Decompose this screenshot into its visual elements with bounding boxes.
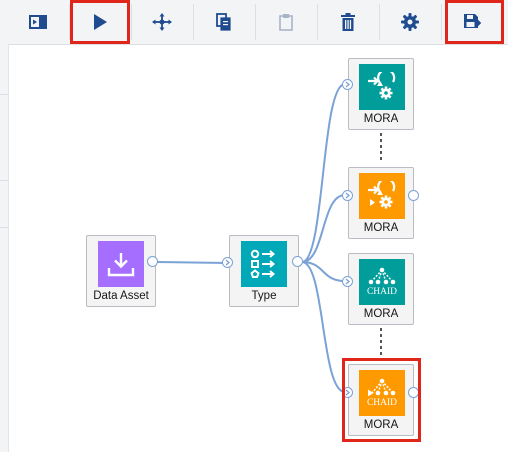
flow-canvas[interactable]: Data Asset Type [9,44,508,452]
type-tile [241,241,287,287]
panel-collapse-icon [29,15,47,29]
input-port[interactable] [342,79,353,90]
paste-button[interactable] [256,0,316,44]
node-mora-1[interactable]: MORA [348,58,414,130]
node-label: MORA [363,419,399,431]
save-button[interactable] [442,0,502,44]
auto-arrange-button[interactable] [132,0,192,44]
link-data-asset-to-type [156,261,229,264]
collapse-panel-button[interactable] [8,0,68,44]
link-type-to-mora-4 [301,261,346,393]
chaid-icon [368,378,396,396]
run-button-highlight [70,0,130,44]
import-icon [107,253,135,277]
delete-button[interactable] [318,0,378,44]
node-mora-2[interactable]: MORA [348,167,414,239]
link-type-to-mora-3 [301,261,346,282]
toolbar [0,0,508,45]
output-port[interactable] [147,256,158,267]
input-port[interactable] [222,257,233,268]
trash-icon [341,13,355,31]
save-icon [464,14,481,28]
node-mora-4[interactable]: CHAID MORA [348,364,414,436]
mora-3-tile: CHAID [359,259,405,305]
node-data-asset[interactable]: Data Asset [86,235,156,307]
node-type[interactable]: Type [229,235,299,307]
save-button-highlight [445,0,504,44]
node-mora-3[interactable]: CHAID MORA [348,253,414,325]
run-button[interactable] [70,0,130,44]
link-type-to-mora-1 [301,83,346,263]
chaid-icon-text: CHAID [366,286,398,297]
node-label: MORA [363,222,399,234]
gear-icon [401,13,419,31]
output-port[interactable] [292,256,303,267]
mora-2-tile [359,173,405,219]
mora-1-tile [359,64,405,110]
copy-button[interactable] [194,0,254,44]
node-label: Type [251,290,277,302]
link-type-to-mora-2 [301,194,346,263]
data-asset-tile [98,241,144,287]
copy-icon [216,13,231,31]
model-auto-icon [368,181,396,209]
model-auto-icon [368,72,396,100]
node-label: MORA [363,308,399,320]
input-port[interactable] [342,190,353,201]
chaid-icon-text: CHAID [366,397,398,408]
input-port[interactable] [342,276,353,287]
output-port[interactable] [408,190,419,201]
link-layer [156,83,382,393]
type-icon [250,249,276,278]
node-label: MORA [363,113,399,125]
settings-button[interactable] [380,0,440,44]
mora-4-highlight [342,358,421,442]
play-icon [94,14,107,30]
arrange-icon [152,13,172,31]
mora-4-tile: CHAID [359,370,405,416]
chaid-icon [368,267,396,284]
left-panel-edge [0,44,9,452]
paste-icon [279,14,293,31]
node-label: Data Asset [93,290,149,302]
